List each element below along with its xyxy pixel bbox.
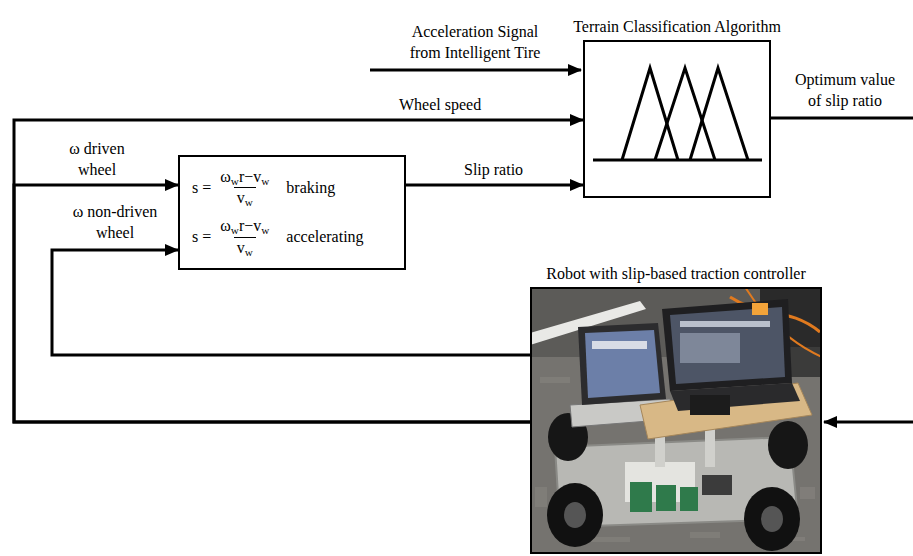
signal-label: Optimum value of slip ratio bbox=[787, 70, 903, 112]
robot-photo-part bbox=[585, 330, 660, 398]
process-box: Robot with slip-based traction controlle… bbox=[530, 287, 822, 554]
robot-photo-part bbox=[752, 303, 768, 315]
robot-photo-part bbox=[530, 287, 822, 554]
fraction-numerator: ωwr−vw bbox=[217, 217, 272, 236]
robot-photo-part bbox=[656, 485, 676, 511]
signal-lines-part bbox=[771, 117, 913, 120]
robot-photo-part bbox=[564, 502, 586, 528]
node-heading: Terrain Classification Algorithm bbox=[573, 17, 781, 36]
robot-photo-part bbox=[680, 487, 698, 511]
edge-label: Wheel speed bbox=[397, 95, 483, 116]
robot-photo-part bbox=[670, 307, 785, 384]
fraction-denominator: vw bbox=[234, 237, 256, 257]
signal-lines-part bbox=[370, 69, 581, 72]
node-heading: Robot with slip-based traction controlle… bbox=[546, 264, 806, 283]
edge-label: ω driven wheel bbox=[55, 139, 139, 181]
formula-lhs: s = bbox=[192, 228, 211, 246]
robot-photo-part bbox=[744, 487, 800, 551]
signal-connector bbox=[52, 250, 530, 355]
fraction: ωwr−vwvw bbox=[217, 217, 272, 257]
subscript: w bbox=[231, 175, 239, 187]
robot-photo-part bbox=[702, 475, 732, 495]
membership-functions-part bbox=[690, 68, 748, 160]
robot-photo-part-part bbox=[540, 377, 570, 383]
robot-photo-part bbox=[662, 299, 792, 391]
robot-photo-part bbox=[535, 377, 815, 542]
membership-functions bbox=[593, 68, 762, 160]
robot-photo-part bbox=[690, 395, 730, 415]
edge-label: Slip ratio bbox=[462, 160, 525, 181]
fraction-numerator: ωwr−vw bbox=[217, 168, 272, 187]
formula-box: s =ωwr−vwvwbrakings =ωwr−vwvwacceleratin… bbox=[178, 155, 406, 270]
robot-photo-part bbox=[670, 383, 800, 411]
robot-photo-part bbox=[578, 323, 666, 405]
signal-connector bbox=[14, 185, 530, 422]
fraction-denominator: vw bbox=[234, 187, 256, 207]
subscript: w bbox=[261, 224, 269, 236]
robot-photo bbox=[530, 287, 822, 554]
robot-photo-part-part bbox=[535, 487, 547, 507]
subscript: w bbox=[261, 175, 269, 187]
formula-row: s = ωwr−vwvw accelerating bbox=[192, 217, 364, 257]
subscript: w bbox=[245, 196, 253, 208]
signal-connector bbox=[14, 120, 583, 422]
robot-photo-part bbox=[768, 421, 808, 469]
robot-photo-part bbox=[630, 482, 652, 512]
robot-photo-part bbox=[680, 333, 740, 363]
edge-label: ω non-driven wheel bbox=[63, 202, 167, 244]
robot-photo-part-part bbox=[800, 487, 815, 499]
formula-row: s = ωwr−vwvw braking bbox=[192, 168, 335, 208]
membership-functions-part bbox=[655, 68, 715, 160]
signal-lines-part bbox=[824, 421, 913, 424]
signal-label: Acceleration Signal from Intelligent Tir… bbox=[398, 22, 552, 64]
robot-photo-part-part bbox=[590, 537, 630, 542]
subscript: w bbox=[231, 224, 239, 236]
robot-photo-part bbox=[761, 506, 783, 532]
formula-lhs: s = bbox=[192, 179, 211, 197]
subscript: w bbox=[245, 246, 253, 258]
formula-mode: braking bbox=[286, 179, 335, 197]
robot-photo-part bbox=[680, 321, 770, 327]
robot-photo-part bbox=[640, 383, 812, 439]
signal-connector bbox=[406, 184, 583, 187]
formula-content: s =ωwr−vwvwbrakings =ωwr−vwvwacceleratin… bbox=[180, 157, 404, 268]
formula-mode: accelerating bbox=[286, 228, 363, 246]
robot-photo-part-part bbox=[690, 532, 720, 538]
robot-photo-part bbox=[547, 483, 603, 547]
process-box: Terrain Classification Algorithm bbox=[583, 40, 771, 198]
robot-photo-part bbox=[592, 341, 647, 349]
signal-lines bbox=[370, 70, 913, 422]
fraction: ωwr−vwvw bbox=[217, 168, 272, 208]
